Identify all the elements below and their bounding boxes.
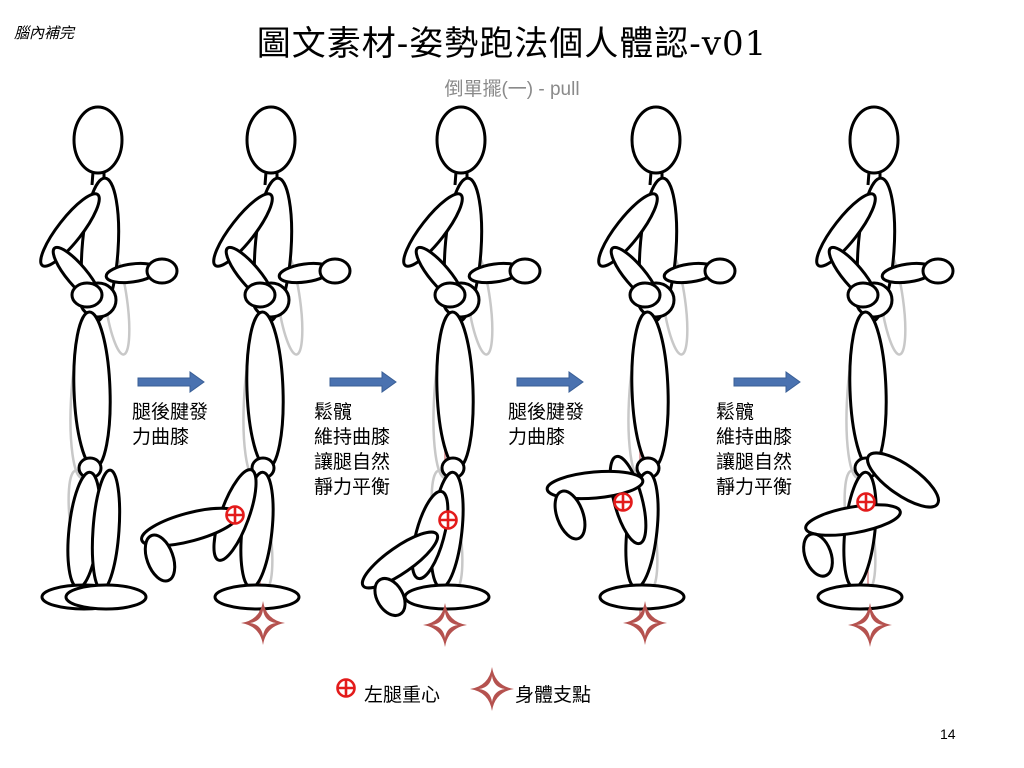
center-of-mass-marker [438, 510, 458, 530]
figure-2-knee-flex [140, 105, 352, 645]
legend-support-point-label: 身體支點 [515, 684, 592, 706]
page-title: 圖文素材-姿勢跑法個人體認-v01 [256, 24, 768, 64]
page-subtitle: 倒單擺(一) - pull [444, 79, 580, 100]
corner-label: 腦內補完 [14, 24, 75, 42]
step-arrow-3 [516, 371, 584, 393]
figure-4-knee-flex [545, 105, 737, 645]
legend-center-of-mass-icon [336, 678, 356, 698]
legend-center-of-mass-label: 左腿重心 [364, 684, 441, 706]
step-arrow-4 [733, 371, 801, 393]
figure-5-relaxed-hip [802, 105, 955, 647]
step-arrow-2 [329, 371, 397, 393]
step-text-1: 腿後腱發力曲膝 [132, 401, 209, 448]
step-text-4: 鬆髖維持曲膝 讓腿自然靜力平衡 [716, 401, 793, 498]
legend-support-point-icon [470, 667, 514, 711]
figure-3-relaxed-hip [360, 105, 542, 647]
page-number: 14 [940, 726, 956, 742]
center-of-mass-marker [613, 492, 633, 512]
step-text-2: 鬆髖維持曲膝 讓腿自然靜力平衡 [314, 401, 391, 498]
figure-1-stance [31, 105, 179, 611]
center-of-mass-marker [856, 492, 876, 512]
center-of-mass-marker [225, 505, 245, 525]
step-text-3: 腿後腱發力曲膝 [508, 401, 585, 448]
step-arrow-1 [137, 371, 205, 393]
